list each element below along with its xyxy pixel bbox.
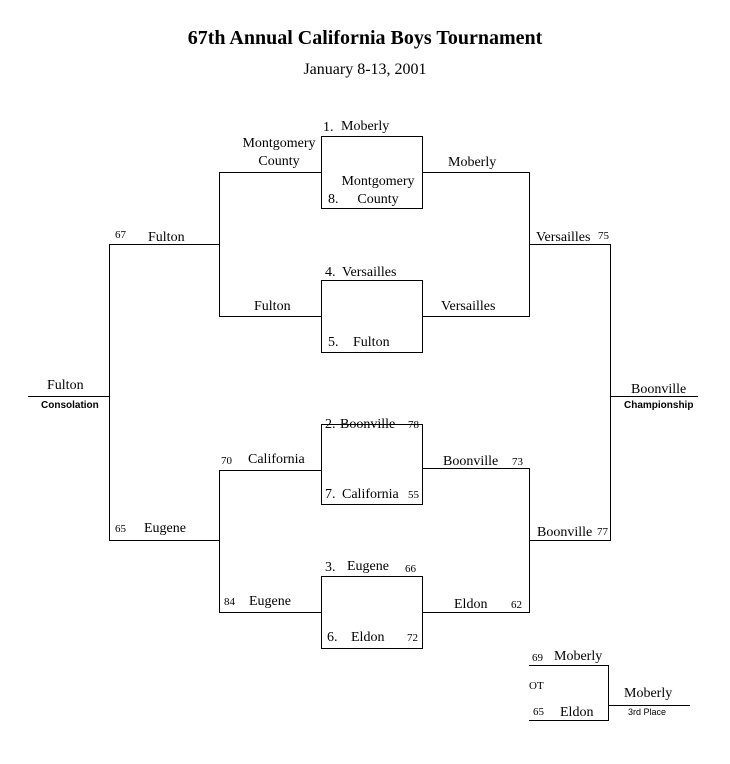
team-name: Montgomery <box>341 174 415 189</box>
seed-number: 7. <box>325 487 336 502</box>
third-place-winner: Moberly <box>624 686 673 701</box>
seed-number: 5. <box>328 335 339 350</box>
consolation-label: Consolation <box>41 400 99 411</box>
consolation-winner: Fulton <box>47 378 84 393</box>
overtime-label: OT <box>529 680 544 692</box>
seed-number: 8. <box>328 192 339 207</box>
team-name: Boonville <box>537 525 593 540</box>
team-name: Fulton <box>353 335 390 350</box>
team-name: Moberly <box>341 119 390 134</box>
team-name: California <box>342 487 399 502</box>
team-name: Montgomery <box>242 136 316 151</box>
team-name: Fulton <box>254 299 291 314</box>
matchup-box-3 <box>321 424 423 505</box>
team-name: Eldon <box>351 630 385 645</box>
score: 65 <box>533 706 544 718</box>
team-name: Versailles <box>536 230 591 245</box>
third-place-bracket <box>529 665 609 721</box>
score: 75 <box>598 230 609 242</box>
team-name: Eugene <box>347 559 389 574</box>
page-title: 67th Annual California Boys Tournament <box>187 27 543 49</box>
seed-number: 4. <box>325 265 336 280</box>
page-subtitle: January 8-13, 2001 <box>303 61 427 78</box>
championship-bracket-top <box>422 172 530 317</box>
score: 78 <box>408 419 419 431</box>
score: 66 <box>405 563 416 575</box>
team-name: California <box>248 452 305 467</box>
score: 84 <box>224 596 235 608</box>
team-name: Moberly <box>448 155 497 170</box>
score: 73 <box>512 456 523 468</box>
score: 55 <box>408 489 419 501</box>
third-place-label: 3rd Place <box>628 707 667 717</box>
consolation-bracket-top <box>219 172 321 317</box>
score: 69 <box>532 652 543 664</box>
seed-number: 6. <box>327 630 338 645</box>
score: 65 <box>115 523 126 535</box>
team-name: Boonville <box>340 417 396 432</box>
team-name: Boonville <box>443 454 499 469</box>
score: 62 <box>511 599 522 611</box>
team-name: Versailles <box>441 299 496 314</box>
championship-semifinal-bracket <box>529 244 611 541</box>
team-name: County <box>258 154 300 169</box>
team-name: Eugene <box>144 521 186 536</box>
team-name: Eugene <box>249 594 291 609</box>
seed-number: 3. <box>325 560 336 575</box>
team-name: Fulton <box>148 230 185 245</box>
championship-label: Championship <box>624 400 694 411</box>
score: 70 <box>221 455 232 467</box>
team-name: Moberly <box>554 649 603 664</box>
team-name: Versailles <box>342 265 397 280</box>
team-name: Eldon <box>454 597 488 612</box>
consolation-bracket-bottom <box>219 470 321 613</box>
seed-number: 2. <box>325 417 336 432</box>
championship-bracket-bottom <box>422 468 530 613</box>
team-name: Eldon <box>560 705 594 720</box>
seed-number: 1. <box>323 120 334 135</box>
score: 67 <box>115 229 126 241</box>
champion: Boonville <box>631 382 687 397</box>
consolation-semifinal-bracket <box>109 244 219 541</box>
team-name: County <box>357 192 399 207</box>
score: 72 <box>407 632 418 644</box>
score: 77 <box>597 526 608 538</box>
